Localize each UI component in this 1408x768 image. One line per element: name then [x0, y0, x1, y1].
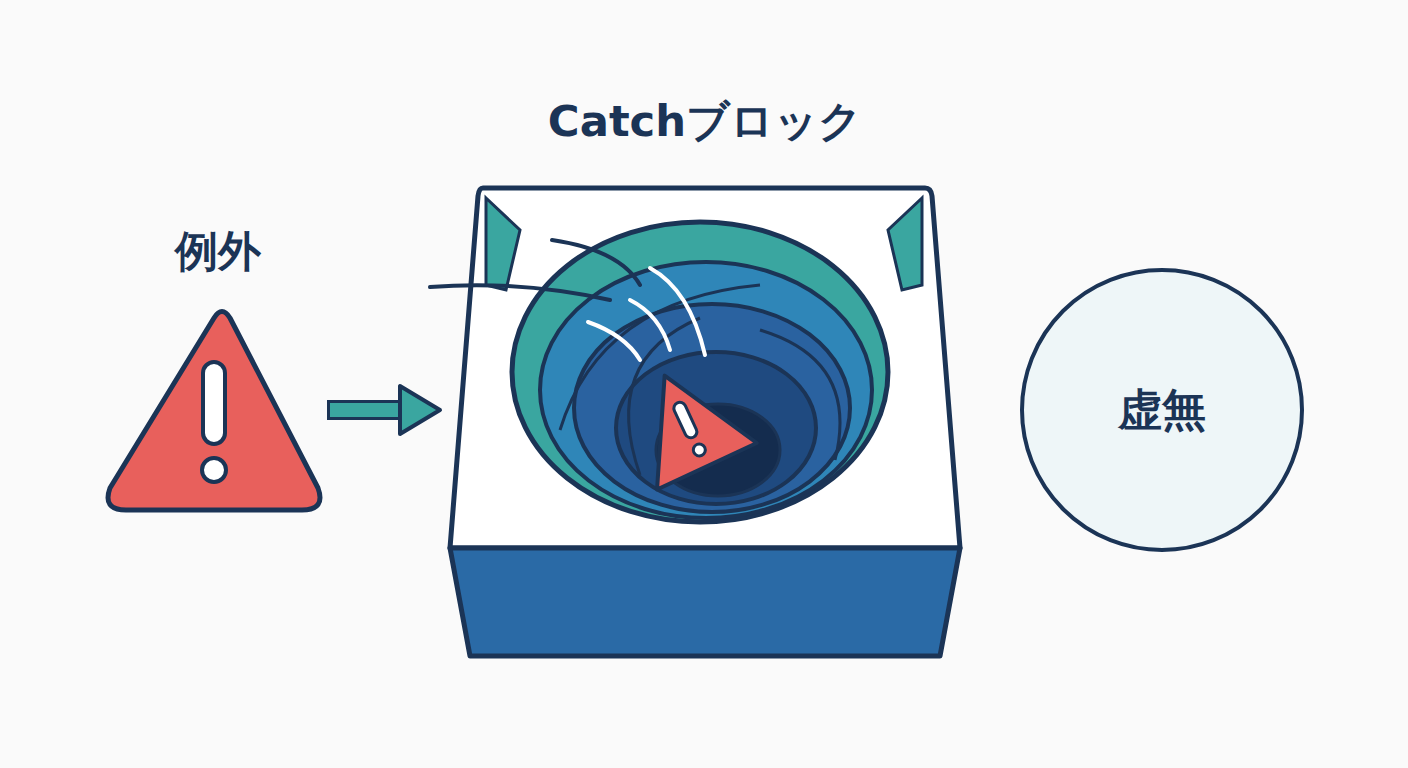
box-front [450, 548, 960, 656]
falling-exception [615, 352, 757, 489]
vortex-ring [574, 304, 850, 512]
motion-line [650, 268, 705, 355]
catch-box-illustration [440, 92, 970, 667]
exclamation-dot [202, 458, 226, 482]
motion-line [630, 300, 670, 350]
node-heading: 例外 [100, 222, 335, 277]
catch-block-node: Catchブロック [440, 92, 970, 667]
exclamation-bar [672, 400, 699, 440]
node-label: 虚無 [1118, 384, 1206, 437]
swirl-line [760, 330, 840, 460]
void-circle: 虚無 [1020, 268, 1304, 552]
swirl-line [560, 285, 760, 430]
arrow-head [400, 386, 440, 434]
triangle-body [108, 312, 320, 511]
exception-node: 例外 [100, 222, 335, 520]
triangle-body [615, 352, 757, 489]
block-heading: Catchブロック [440, 92, 970, 148]
vortex-rim [512, 222, 888, 522]
exclamation-bar [203, 362, 225, 444]
vortex-ring [540, 262, 872, 518]
inner-wall-right [888, 198, 922, 290]
arrow-shaft [330, 403, 403, 417]
exclamation-dot [691, 442, 707, 458]
box-top [450, 188, 960, 548]
flow-arrow [327, 386, 440, 434]
motion-line [588, 322, 640, 360]
motion-line [552, 240, 640, 285]
inner-wall-left [486, 198, 520, 290]
motion-line [430, 285, 610, 300]
